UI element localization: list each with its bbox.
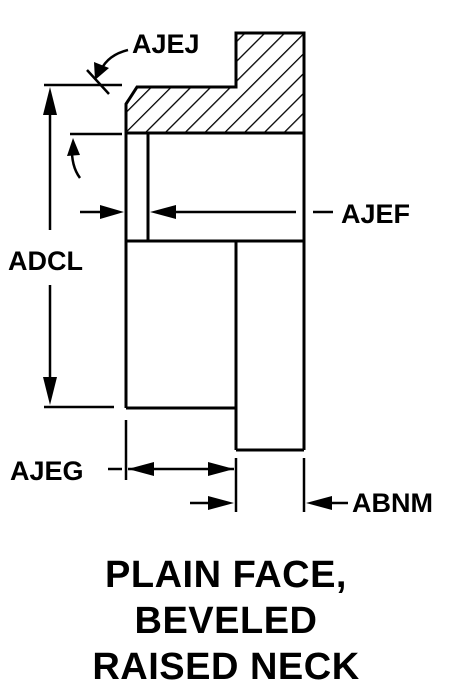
adcl-dimension [43, 83, 122, 409]
adcl-label: ADCL [8, 246, 83, 276]
caption-line-1: PLAIN FACE, [105, 554, 347, 596]
hatched-section [124, 31, 306, 135]
ajeg-label: AJEG [10, 456, 84, 486]
ajef-label: AJEF [341, 199, 410, 229]
abnm-label: ABNM [352, 488, 433, 518]
part-body [124, 133, 306, 452]
ajej-label: AJEJ [132, 29, 200, 59]
bevel-arrow [67, 132, 122, 179]
ajej-callout [86, 48, 129, 95]
caption-line-2: BEVELED [134, 600, 318, 642]
ajef-dimension [80, 205, 333, 219]
abnm-dimension [190, 458, 348, 512]
caption-line-3: RAISED NECK [92, 646, 360, 688]
ajeg-dimension [108, 420, 238, 512]
